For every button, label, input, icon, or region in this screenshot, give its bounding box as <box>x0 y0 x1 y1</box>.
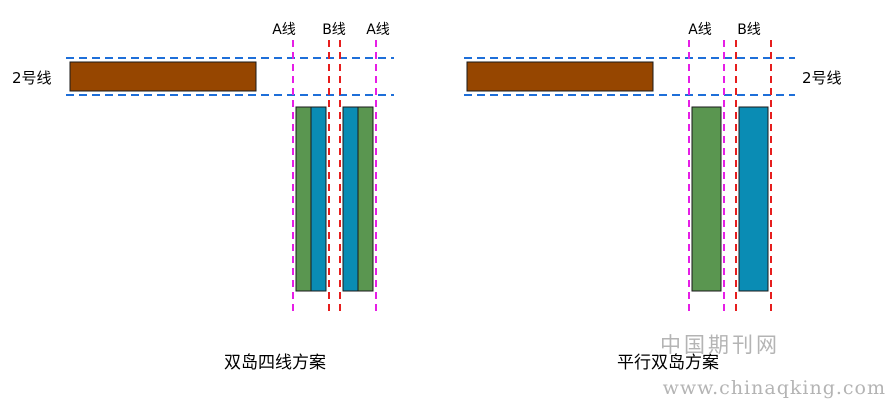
left-line2-label: 2号线 <box>12 69 52 87</box>
left-caption: 双岛四线方案 <box>224 353 326 373</box>
right-line-a-label: A线 <box>688 22 712 38</box>
left-line-b-label: B线 <box>322 22 346 38</box>
watermark: 中国期刊网 www.chinaqking.com <box>660 333 886 399</box>
left-scheme: 2号线 A线 B线 A线 双岛四线方案 <box>12 22 394 373</box>
watermark-url: www.chinaqking.com <box>663 377 886 399</box>
right-line-b-label: B线 <box>737 22 761 38</box>
right-caption: 平行双岛方案 <box>617 353 719 373</box>
left-line2-station <box>69 61 257 92</box>
left-platform-green-2 <box>357 106 374 292</box>
left-platform-green-1 <box>295 106 312 292</box>
right-platform-green <box>691 106 722 292</box>
left-line-a-label-1: A线 <box>272 22 296 38</box>
watermark-cn: 中国期刊网 <box>660 333 780 357</box>
right-line2-station <box>466 61 654 92</box>
left-platform-blue-2 <box>342 106 359 292</box>
right-line2-label: 2号线 <box>802 69 842 87</box>
right-scheme: A线 B线 2号线 平行双岛方案 <box>464 22 842 373</box>
left-platform-blue-1 <box>310 106 327 292</box>
right-platform-blue <box>738 106 769 292</box>
left-line-a-label-2: A线 <box>366 22 390 38</box>
